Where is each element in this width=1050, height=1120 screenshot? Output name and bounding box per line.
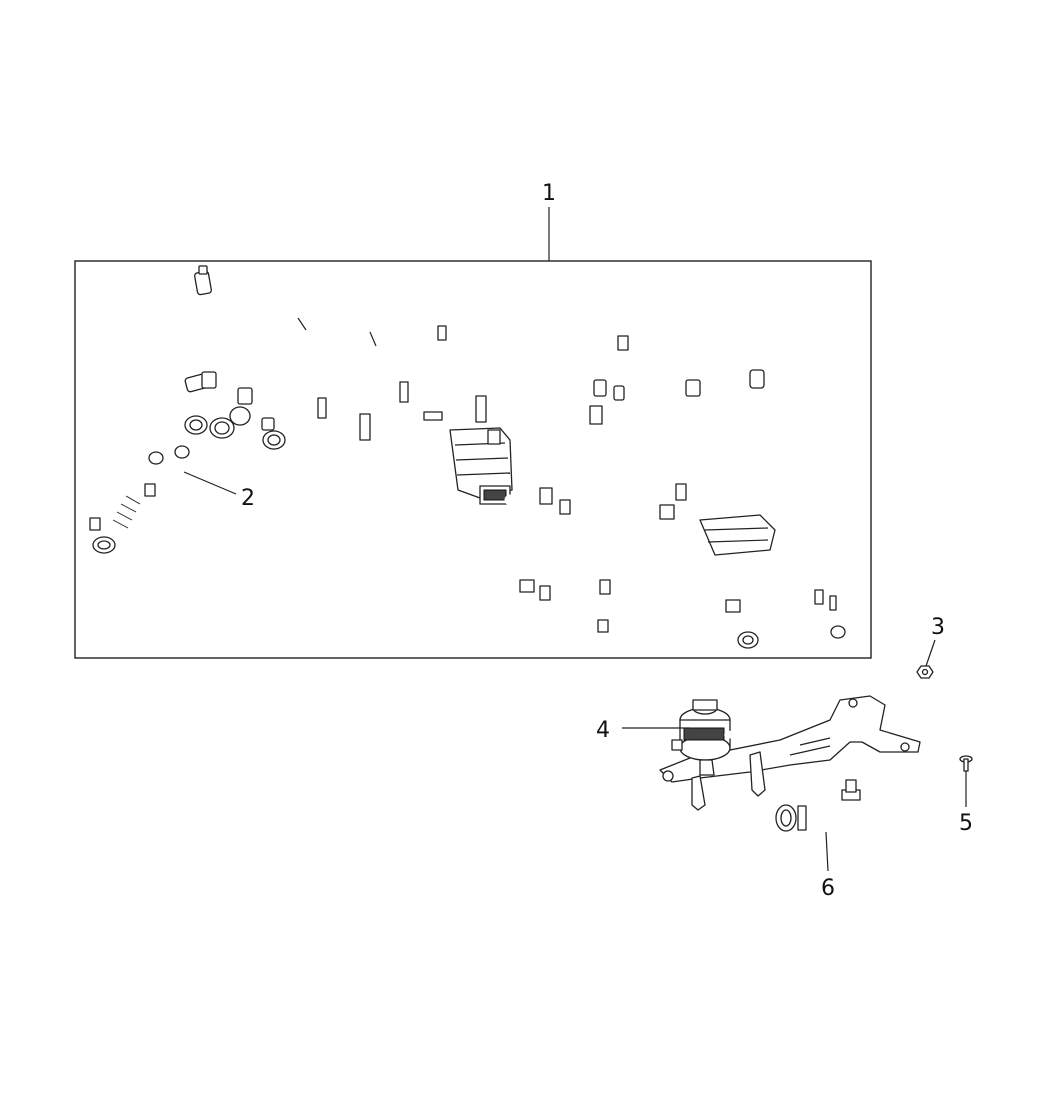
nut-part-3[interactable] [916, 665, 934, 679]
assembly-frame [74, 260, 872, 659]
bolt-part-5[interactable] [959, 755, 973, 772]
hose-part-2[interactable] [89, 445, 190, 554]
middle-hoses [490, 379, 766, 648]
pump-bracket-part-4[interactable] [659, 695, 921, 811]
leader-line-3 [925, 639, 936, 667]
callout-5: 5 [959, 811, 973, 836]
central-module [449, 427, 513, 505]
callout-1: 1 [542, 181, 556, 206]
hose-part-6[interactable] [775, 779, 865, 833]
upper-tube [194, 265, 811, 450]
leader-line-6 [825, 831, 829, 872]
hose-harness-assembly[interactable] [184, 265, 846, 649]
callout-4: 4 [596, 718, 610, 743]
leader-line-2 [183, 471, 237, 495]
callout-2: 2 [241, 486, 255, 511]
callouts: 1 2 3 4 5 6 [241, 181, 973, 901]
leader-lines [183, 207, 967, 872]
callout-3: 3 [931, 615, 945, 640]
callout-6: 6 [821, 876, 835, 901]
right-hose-cluster [685, 353, 846, 649]
